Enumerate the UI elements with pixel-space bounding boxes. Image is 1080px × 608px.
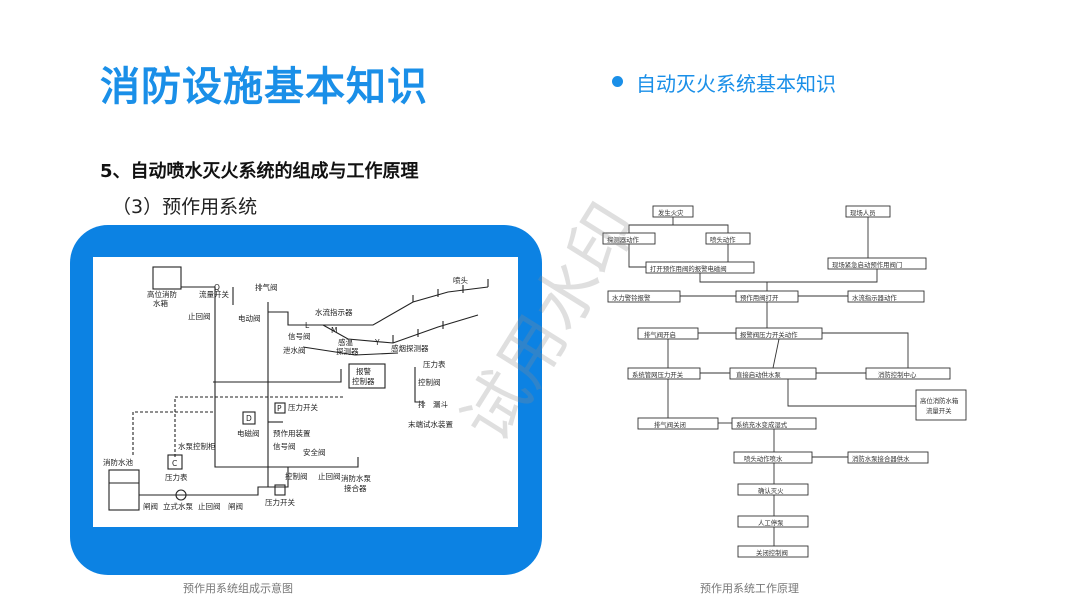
label-pump-adapter-2: 接合器 (344, 483, 367, 493)
label-gate-valve-1: 闸阀 (143, 502, 158, 511)
node-confirm: 确认灭火 (758, 486, 784, 495)
label-end-test: 末端试水装置 (408, 419, 453, 429)
node-tank-switch-2: 流量开关 (926, 406, 952, 415)
label-gate-valve-2: 闸阀 (228, 502, 243, 511)
mark-m: M (331, 326, 337, 335)
node-alarm-switch: 报警阀压力开关动作 (740, 330, 798, 339)
node-close-valve: 关闭控制阀 (756, 548, 788, 557)
label-drain-valve: 泄水阀 (283, 345, 306, 355)
label-pump-adapter: 消防水泵 (341, 473, 371, 483)
mark-d: D (246, 414, 252, 423)
node-open-valve: 打开预作用阀的报警电磁阀 (650, 264, 727, 273)
node-sys-switch: 系统管网压力开关 (632, 370, 684, 379)
label-sensing-detector: 感温 (338, 337, 353, 347)
section-bullet-icon (612, 76, 623, 87)
mark-p: P (277, 404, 282, 413)
right-caption: 预作用系统工作原理 (700, 582, 799, 595)
node-exhaust-close: 排气阀关闭 (654, 420, 686, 429)
node-sprinkler: 喷头动作 (710, 235, 736, 244)
label-pressure-switch-mid: 压力开关 (288, 402, 318, 412)
mark-c: C (172, 459, 177, 468)
label-sprinkler: 喷头 (453, 275, 468, 285)
node-flow-indicator: 水流指示器动作 (852, 293, 897, 302)
label-check-valve-top: 止回阀 (188, 311, 211, 321)
high-tank (152, 266, 182, 290)
composition-diagram: 高位消防 水箱 流量开关 止回阀 排气阀 电动阀 水流指示器 信号阀 泄水阀 感… (93, 257, 518, 527)
mark-y: Y (374, 338, 380, 347)
alarm-controller (348, 363, 386, 389)
mark-q: Q (214, 283, 220, 292)
label-control-valve-r: 控制阀 (418, 377, 441, 387)
node-staff: 现场人员 (850, 208, 876, 217)
node-bell: 水力警铃报警 (612, 293, 651, 302)
label-check-valve: 止回阀 (318, 471, 341, 481)
mark-l: L (305, 321, 310, 330)
label-water-flow-indicator: 水流指示器 (315, 307, 353, 317)
subtitle: 5、自动喷水灭火系统的组成与工作原理 (100, 161, 419, 182)
node-fire: 发生火灾 (658, 208, 684, 217)
label-smoke-detector: 感烟探测器 (391, 343, 429, 353)
label-pump-cabinet: 水泵控制柜 (178, 441, 216, 451)
node-exhaust-open: 排气阀开启 (644, 330, 676, 339)
label-vertical-pump: 立式水泵 (163, 501, 193, 511)
label-safety-valve: 安全阀 (303, 447, 326, 457)
label-sensing-detector-2: 探测器 (336, 346, 359, 356)
node-manual-stop: 人工停泵 (758, 518, 784, 527)
label-electric-valve: 电动阀 (238, 313, 261, 323)
node-wet-system: 系统充水变成湿式 (736, 420, 788, 429)
label-check-valve-low: 止回阀 (198, 501, 221, 511)
label-control-valve: 控制阀 (285, 471, 308, 481)
slide-title: 消防设施基本知识 (100, 64, 428, 110)
label-pressure-gauge: 压力表 (165, 472, 188, 482)
fire-pool (108, 469, 140, 511)
label-preaction-device: 预作用装置 (273, 428, 311, 438)
label-alarm-2: 控制器 (352, 376, 375, 386)
label-high-tank-2: 水箱 (153, 298, 168, 308)
label-drain-r-2: 漏斗 (433, 399, 448, 409)
node-tank-switch: 高位消防水箱 (920, 396, 959, 405)
label-high-tank: 高位消防 (147, 289, 177, 299)
workflow-flowchart: 发生火灾 现场人员 探测器动作 喷头动作 打开预作用阀的报警电磁阀 现场紧急启动… (598, 196, 968, 566)
label-alarm: 报警 (356, 366, 371, 376)
label-flow-switch: 流量开关 (199, 289, 229, 299)
section-title: 自动灭火系统基本知识 (636, 72, 836, 96)
node-adapter-supply: 消防水泵接合器供水 (852, 454, 910, 463)
left-caption: 预作用系统组成示意图 (183, 582, 293, 595)
node-pump-start: 直接启动供水泵 (736, 370, 781, 379)
subsubtitle: （3）预作用系统 (112, 196, 258, 218)
label-pressure-switch-low: 压力开关 (265, 497, 295, 507)
node-valve-open: 预作用阀打开 (740, 293, 779, 302)
label-solenoid-valve: 电磁阀 (237, 428, 260, 438)
label-signal-valve: 信号阀 (288, 331, 311, 341)
node-spray: 喷头动作喷水 (744, 454, 783, 463)
label-exhaust-valve: 排气阀 (255, 282, 278, 292)
label-pressure-gauge-r: 压力表 (423, 359, 446, 369)
node-detector: 探测器动作 (607, 235, 640, 244)
node-manual-open: 现场紧急启动预作用阀门 (832, 260, 902, 269)
label-fire-pool: 消防水池 (103, 457, 133, 467)
node-fire-center: 消防控制中心 (878, 370, 917, 379)
label-drain-r: 排 (418, 399, 426, 409)
label-signal-valve-low: 信号阀 (273, 441, 296, 451)
